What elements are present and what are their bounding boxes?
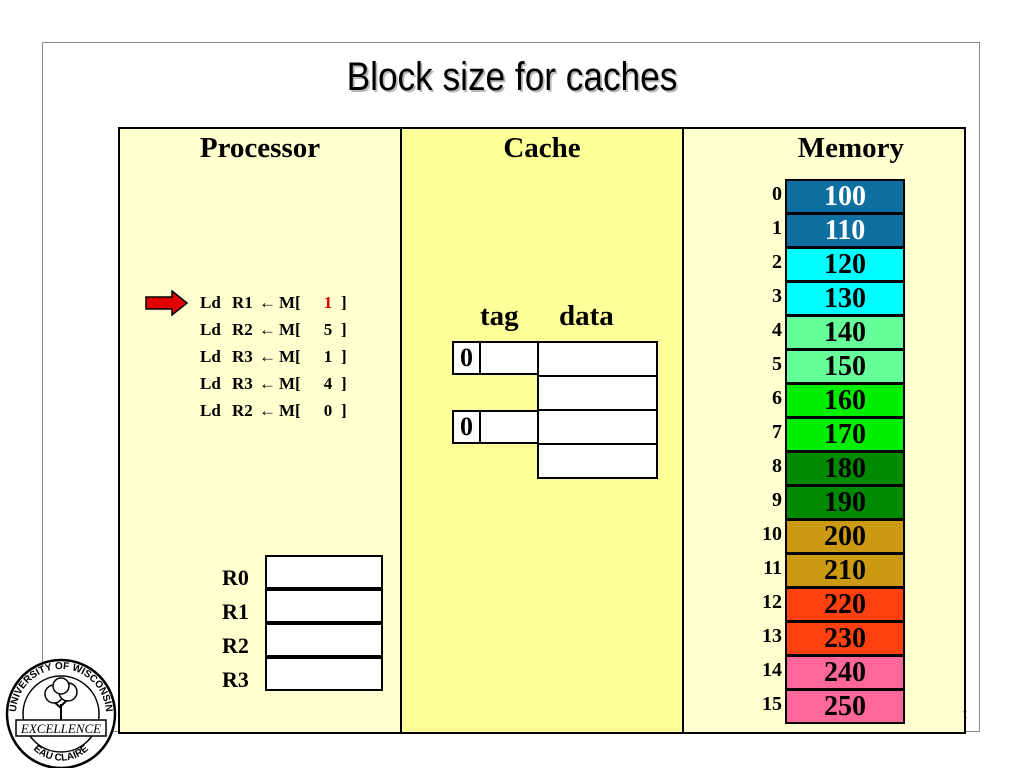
cache-line-1-data-1 bbox=[537, 443, 658, 479]
corner-text: t bbox=[963, 707, 967, 722]
memory-address-label: 5 bbox=[772, 353, 782, 375]
memory-address-label: 4 bbox=[772, 319, 782, 341]
memory-cell: 120 bbox=[785, 247, 905, 282]
left-arrow-icon: ← bbox=[259, 320, 276, 339]
instruction-opcode: Ld bbox=[200, 374, 221, 393]
instruction-close-bracket: ] bbox=[341, 320, 347, 339]
cache-line-0-data-1 bbox=[537, 375, 658, 411]
memory-cell: 160 bbox=[785, 383, 905, 418]
left-arrow-icon: ← bbox=[259, 293, 276, 312]
instruction-memory-ref: M[ bbox=[279, 401, 301, 420]
processor-heading: Processor bbox=[199, 132, 321, 164]
instruction-memory-ref: M[ bbox=[279, 293, 301, 312]
instruction-close-bracket: ] bbox=[341, 293, 347, 312]
cache-tag-header: tag bbox=[480, 300, 519, 332]
memory-cell: 180 bbox=[785, 451, 905, 486]
instruction-memory-ref: M[ bbox=[279, 347, 301, 366]
cache-line-1-valid: 0 bbox=[452, 410, 481, 444]
instruction-register: R3 bbox=[232, 347, 253, 366]
memory-address-label: 12 bbox=[762, 591, 782, 613]
cache-line-1-tag bbox=[479, 410, 539, 444]
cache-line-0-data-0 bbox=[537, 341, 658, 377]
cache-heading: Cache bbox=[503, 132, 581, 164]
instruction-address: 5 bbox=[323, 320, 333, 339]
memory-cell: 210 bbox=[785, 553, 905, 588]
memory-cell: 140 bbox=[785, 315, 905, 350]
instruction-opcode: Ld bbox=[200, 347, 221, 366]
memory-cell: 100 bbox=[785, 179, 905, 214]
memory-cell: 150 bbox=[785, 349, 905, 384]
memory-address-label: 2 bbox=[772, 251, 782, 273]
left-arrow-icon: ← bbox=[259, 401, 276, 420]
cache-line-0-tag bbox=[479, 341, 539, 375]
register-value-box bbox=[265, 657, 383, 691]
register-label: R0 bbox=[222, 565, 249, 590]
instruction-address: 1 bbox=[323, 347, 333, 366]
memory-cell: 240 bbox=[785, 655, 905, 690]
current-instruction-pointer-icon bbox=[145, 290, 189, 316]
logo-middle-text: EXCELLENCE bbox=[20, 721, 101, 736]
register-label: R3 bbox=[222, 667, 249, 692]
slide-title: Block size for caches bbox=[346, 55, 678, 99]
memory-address-label: 1 bbox=[772, 217, 782, 239]
instruction-row: Ld R2 ←M[ 5] bbox=[200, 316, 347, 343]
instruction-opcode: Ld bbox=[200, 293, 221, 312]
instruction-register: R2 bbox=[232, 320, 253, 339]
instruction-row: Ld R3 ←M[ 1] bbox=[200, 343, 347, 370]
left-arrow-icon: ← bbox=[259, 374, 276, 393]
register-value-box bbox=[265, 555, 383, 589]
instruction-opcode: Ld bbox=[200, 320, 221, 339]
memory-address-label: 13 bbox=[762, 625, 782, 647]
memory-cell: 130 bbox=[785, 281, 905, 316]
memory-address-label: 14 bbox=[762, 659, 782, 681]
memory-cell: 110 bbox=[785, 213, 905, 248]
memory-address-label: 3 bbox=[772, 285, 782, 307]
instruction-address: 1 bbox=[323, 293, 333, 312]
memory-address-label: 10 bbox=[762, 523, 782, 545]
instruction-close-bracket: ] bbox=[341, 347, 347, 366]
memory-cell: 220 bbox=[785, 587, 905, 622]
memory-heading: Memory bbox=[797, 132, 904, 164]
register-label: R2 bbox=[222, 633, 249, 658]
cache-line-0-valid: 0 bbox=[452, 341, 481, 375]
memory-address-label: 7 bbox=[772, 421, 782, 443]
instruction-memory-ref: M[ bbox=[279, 374, 301, 393]
memory-cell: 230 bbox=[785, 621, 905, 656]
memory-cell: 190 bbox=[785, 485, 905, 520]
memory-address-label: 9 bbox=[772, 489, 782, 511]
register-label: R1 bbox=[222, 599, 249, 624]
memory-address-label: 0 bbox=[772, 183, 782, 205]
instruction-register: R2 bbox=[232, 401, 253, 420]
instruction-address: 4 bbox=[323, 374, 333, 393]
memory-address-label: 6 bbox=[772, 387, 782, 409]
cache-line-1-data-0 bbox=[537, 409, 658, 445]
memory-address-label: 15 bbox=[762, 693, 782, 715]
instruction-address: 0 bbox=[323, 401, 333, 420]
cache-data-header: data bbox=[559, 300, 614, 332]
memory-cell: 200 bbox=[785, 519, 905, 554]
register-value-box bbox=[265, 623, 383, 657]
instruction-close-bracket: ] bbox=[341, 401, 347, 420]
instruction-row: Ld R2 ←M[ 0] bbox=[200, 397, 347, 424]
university-seal-logo: UNIVERSITY OF WISCONSIN EAU CLAIRE EXCEL… bbox=[5, 658, 117, 768]
memory-cell: 170 bbox=[785, 417, 905, 452]
memory-address-label: 11 bbox=[763, 557, 782, 579]
instruction-register: R3 bbox=[232, 374, 253, 393]
memory-cell: 250 bbox=[785, 689, 905, 724]
left-arrow-icon: ← bbox=[259, 347, 276, 366]
register-value-box bbox=[265, 589, 383, 623]
memory-address-label: 8 bbox=[772, 455, 782, 477]
instruction-memory-ref: M[ bbox=[279, 320, 301, 339]
instruction-row: Ld R1 ←M[ 1] bbox=[200, 289, 347, 316]
instruction-opcode: Ld bbox=[200, 401, 221, 420]
instruction-row: Ld R3 ←M[ 4] bbox=[200, 370, 347, 397]
instruction-register: R1 bbox=[232, 293, 253, 312]
instruction-close-bracket: ] bbox=[341, 374, 347, 393]
